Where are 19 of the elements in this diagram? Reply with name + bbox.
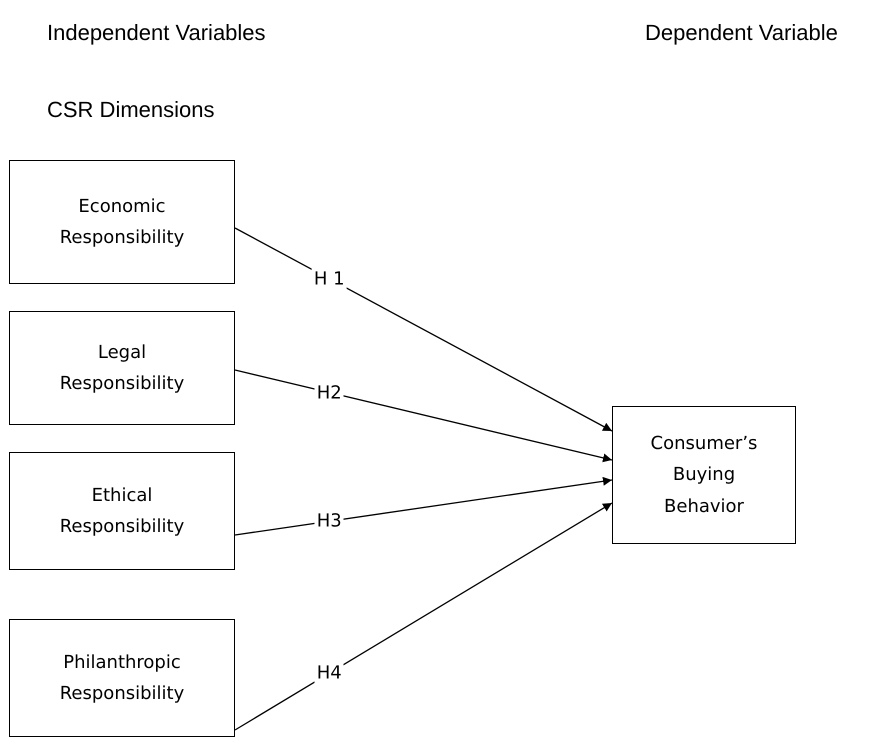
variable-box	[9, 452, 235, 570]
heading-text: Independent Variables	[47, 20, 266, 46]
heading-text: CSR Dimensions	[47, 97, 214, 123]
arrow	[234, 502, 612, 731]
box-label: Economic Responsibility	[58, 194, 186, 250]
variable-box	[612, 406, 796, 544]
box-label: Philanthropic Responsibility	[58, 650, 186, 706]
box-label: Consumer’s Buying Behavior	[650, 432, 758, 519]
box-label: Ethical Responsibility	[58, 484, 186, 539]
edge-label: H4	[314, 662, 344, 684]
variable-box	[9, 311, 235, 425]
heading-text: Dependent Variable	[645, 20, 838, 46]
edge-label: H 1	[312, 268, 347, 290]
arrow	[234, 227, 612, 432]
arrow	[234, 476, 612, 536]
variable-box	[9, 619, 235, 737]
arrow	[234, 369, 612, 462]
box-label: Legal Responsibility	[58, 340, 186, 396]
variable-box	[9, 160, 235, 284]
